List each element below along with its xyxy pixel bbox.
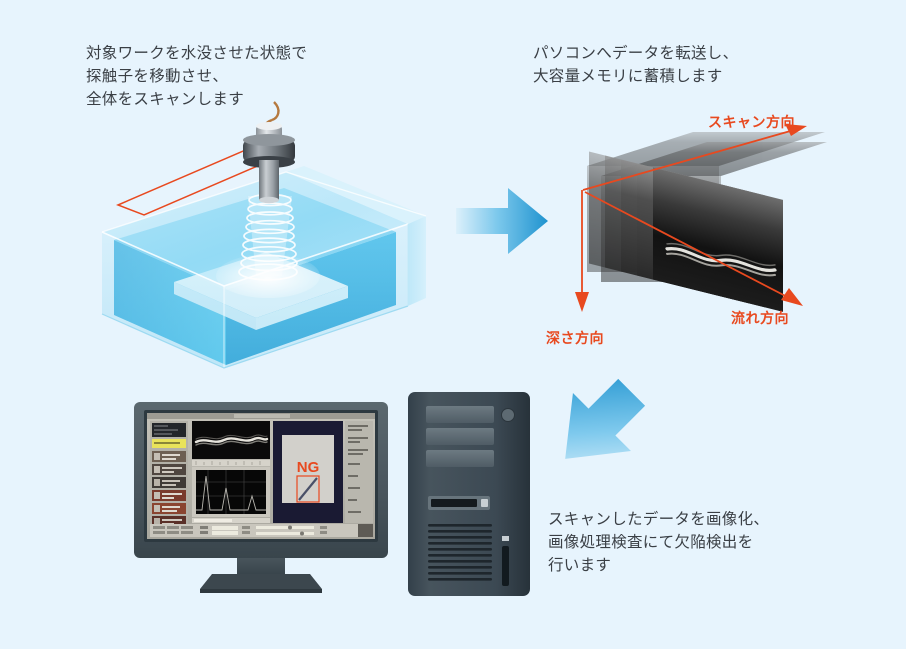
ultrasonic-probe [243, 101, 295, 204]
front-scan-slice [653, 167, 783, 312]
tower-vents [428, 524, 492, 581]
caption-inspection-step: スキャンしたデータを画像化、 画像処理検査にて欠陥検出を 行います [548, 511, 770, 574]
optical-drive[interactable] [428, 496, 490, 510]
label-depth-direction: 深さ方向 [546, 330, 604, 346]
scan-direction-arrow [582, 124, 807, 191]
ultrasonic-beam [216, 193, 320, 298]
monitor-illustration: NG [130, 400, 395, 600]
label-flow-direction: 流れ方向 [731, 310, 789, 326]
caption-transfer-step: パソコンへデータを転送し、 大容量メモリに蓄積します [533, 45, 739, 85]
pc-tower-illustration [404, 388, 534, 600]
power-button[interactable] [501, 408, 515, 422]
tank-glass [101, 166, 427, 369]
slice-stack [587, 132, 827, 312]
ng-status-text: NG [297, 459, 320, 476]
bscan-ruler [192, 460, 270, 466]
blue-right-arrow [452, 182, 552, 260]
bscan-panel [192, 421, 270, 459]
parameter-list [345, 421, 373, 523]
app-sidebar [150, 421, 188, 535]
water-tank-illustration [96, 100, 441, 369]
caption-scan-step: 対象ワークを水没させた状態で 探触子を移動させ、 全体をスキャンします [86, 45, 308, 108]
control-strip [150, 524, 373, 537]
scan-slices-illustration [575, 120, 845, 330]
monitor-stand [200, 552, 322, 593]
depth-direction-arrow [570, 190, 594, 315]
ng-image-panel: NG [273, 421, 343, 523]
monitor-screen: NG [147, 413, 375, 539]
blue-down-left-arrow [538, 368, 656, 486]
flow-direction-arrow [584, 191, 803, 306]
label-scan-direction: スキャン方向 [708, 114, 795, 130]
ascan-panel [192, 467, 270, 523]
tower-front-ports [502, 536, 509, 586]
tower-drive-bays [426, 406, 494, 467]
